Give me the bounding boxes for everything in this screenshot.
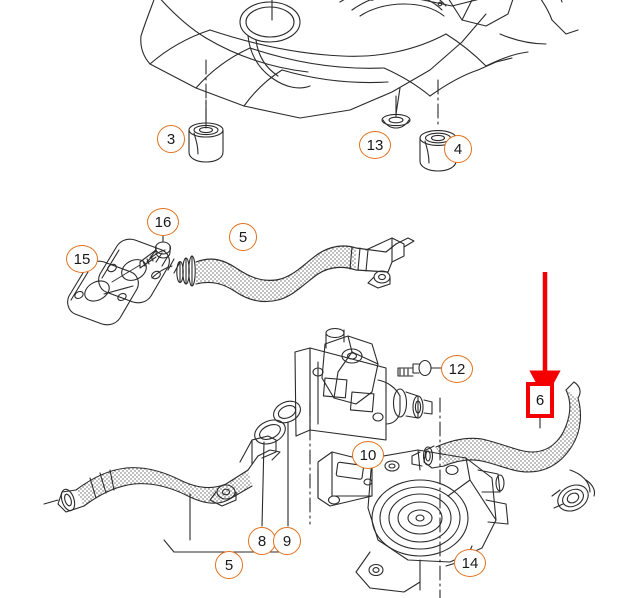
callout-label: 15 — [66, 245, 98, 273]
callout-label: 9 — [273, 527, 301, 555]
callout-label: 12 — [441, 355, 473, 383]
callout-9[interactable]: 9 — [273, 527, 301, 555]
callout-label: 14 — [454, 549, 486, 577]
callout-10[interactable]: 10 — [352, 441, 384, 469]
callout-label: 5 — [229, 223, 257, 251]
highlighted-part-6-box[interactable]: 6 — [526, 382, 554, 418]
callout-5-upper[interactable]: 5 — [229, 223, 257, 251]
engine-cover-illustration — [140, 0, 579, 119]
cover-to-bushing-axis — [205, 59, 439, 127]
flange-bolt-16 — [111, 235, 172, 283]
egr-hose-6 — [411, 381, 596, 512]
egr-cooler-housing-10 — [294, 327, 433, 441]
callout-3[interactable]: 3 — [157, 125, 185, 153]
assembly-axis-lines — [309, 397, 441, 598]
egr-pipe-5-lower — [43, 435, 281, 541]
sealing-washer-13 — [381, 95, 411, 129]
o-ring-seals — [254, 400, 301, 527]
egr-valve-14 — [317, 449, 509, 593]
callout-label: 3 — [157, 125, 185, 153]
highlight-label: 6 — [535, 391, 545, 409]
bushing-3 — [188, 99, 224, 163]
callout-12[interactable]: 12 — [441, 355, 473, 383]
callout-label: 10 — [352, 441, 384, 469]
callout-label: 16 — [147, 208, 179, 236]
callout-13[interactable]: 13 — [359, 131, 391, 159]
washer-leader — [395, 87, 401, 115]
callout-label: 5 — [215, 551, 243, 579]
callout-label: 13 — [359, 131, 391, 159]
callout-label: 4 — [444, 135, 472, 163]
callout-5-lower[interactable]: 5 — [215, 551, 243, 579]
egr-pipe-5-upper — [146, 237, 415, 303]
hex-flange-bolt-12 — [397, 359, 443, 377]
callout-label: 8 — [248, 527, 276, 555]
callout-14[interactable]: 14 — [454, 549, 486, 577]
callout-16[interactable]: 16 — [147, 208, 179, 236]
callout-15[interactable]: 15 — [66, 245, 98, 273]
callout-8[interactable]: 8 — [248, 527, 276, 555]
callout-4[interactable]: 4 — [444, 135, 472, 163]
